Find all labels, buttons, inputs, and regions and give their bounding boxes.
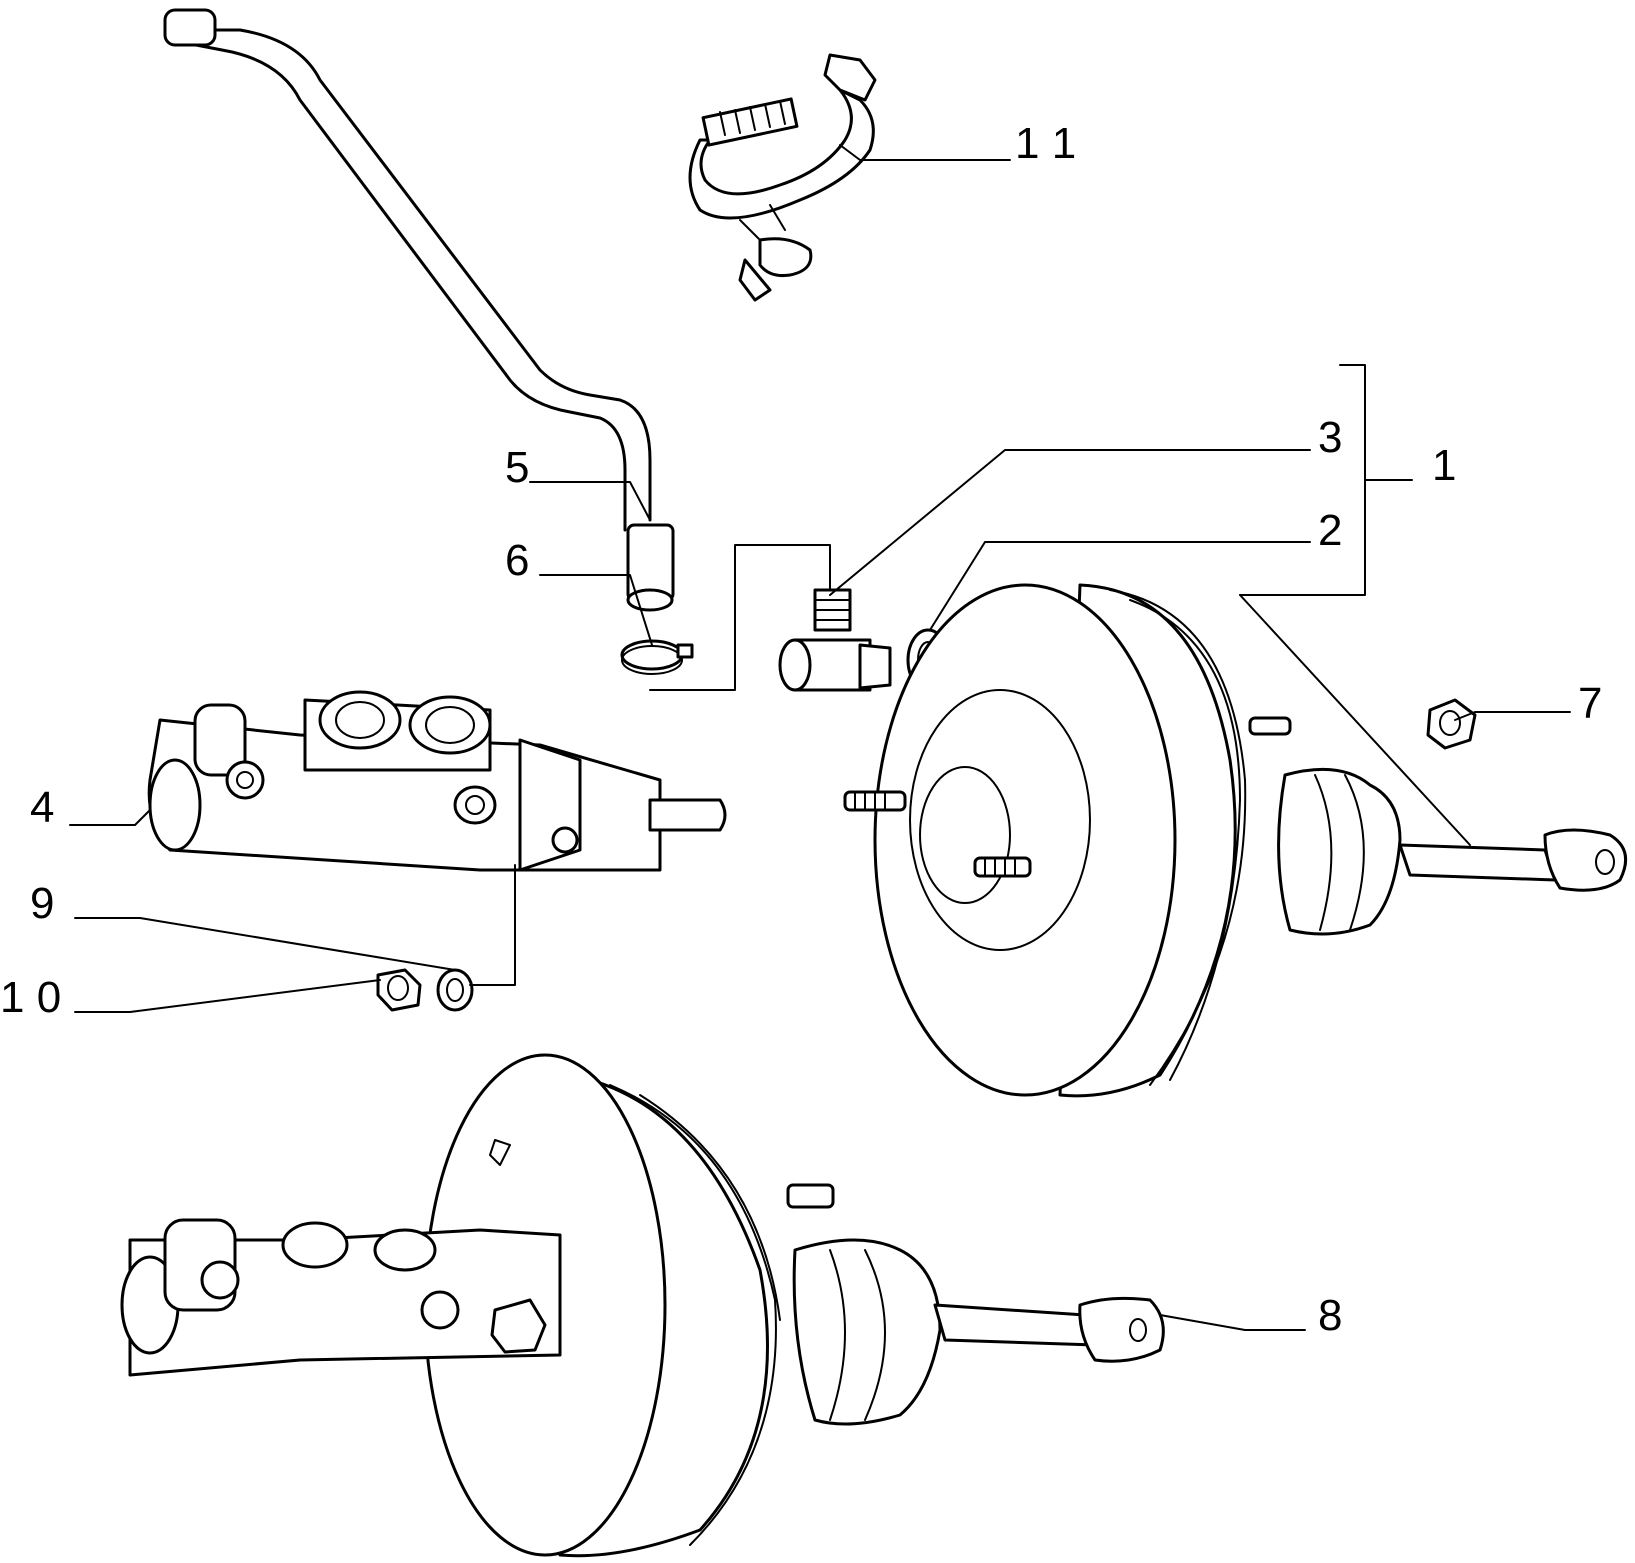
callout-9: 9 (30, 879, 54, 928)
cylinder-nut (376, 968, 422, 1012)
hose-clamp (620, 639, 694, 675)
booster-clevis (1543, 828, 1628, 892)
callout-7: 7 (1578, 679, 1602, 728)
spring-washer (436, 968, 474, 1012)
elbow-connector (778, 588, 892, 692)
callout-2: 2 (1318, 506, 1342, 555)
assembly-stud (786, 1183, 835, 1209)
brake-booster-assembly (120, 1053, 1165, 1558)
master-cylinder (147, 690, 727, 872)
bracket-part-1 (1239, 364, 1366, 596)
assembly-boot (792, 1238, 942, 1426)
hose-end-top (163, 8, 217, 47)
callout-1: 1 (1432, 441, 1456, 490)
callout-11: 1 1 (1015, 119, 1076, 168)
callout-5: 5 (505, 443, 529, 492)
clamp-teeth (701, 97, 799, 147)
callout-3: 3 (1318, 413, 1342, 462)
booster-stud-center (973, 856, 1032, 878)
callout-4: 4 (30, 783, 54, 832)
callout-8: 8 (1318, 1291, 1342, 1340)
assembly-clevis (1078, 1296, 1165, 1363)
leader-lines (69, 144, 1571, 1331)
nut (1426, 698, 1477, 750)
brake-booster-upper (843, 583, 1628, 1098)
booster-pushrod (1398, 843, 1557, 882)
vacuum-hose (163, 8, 675, 612)
bracket-clamp (688, 53, 877, 302)
callout-10: 1 0 (0, 973, 61, 1022)
assembly-pushrod (933, 1303, 1097, 1347)
booster-stud-right (1248, 716, 1292, 736)
callout-6: 6 (505, 536, 529, 585)
booster-boot (1277, 767, 1402, 936)
callout-labels: 1 2 3 4 5 6 7 8 9 1 0 1 1 (0, 119, 1602, 1340)
